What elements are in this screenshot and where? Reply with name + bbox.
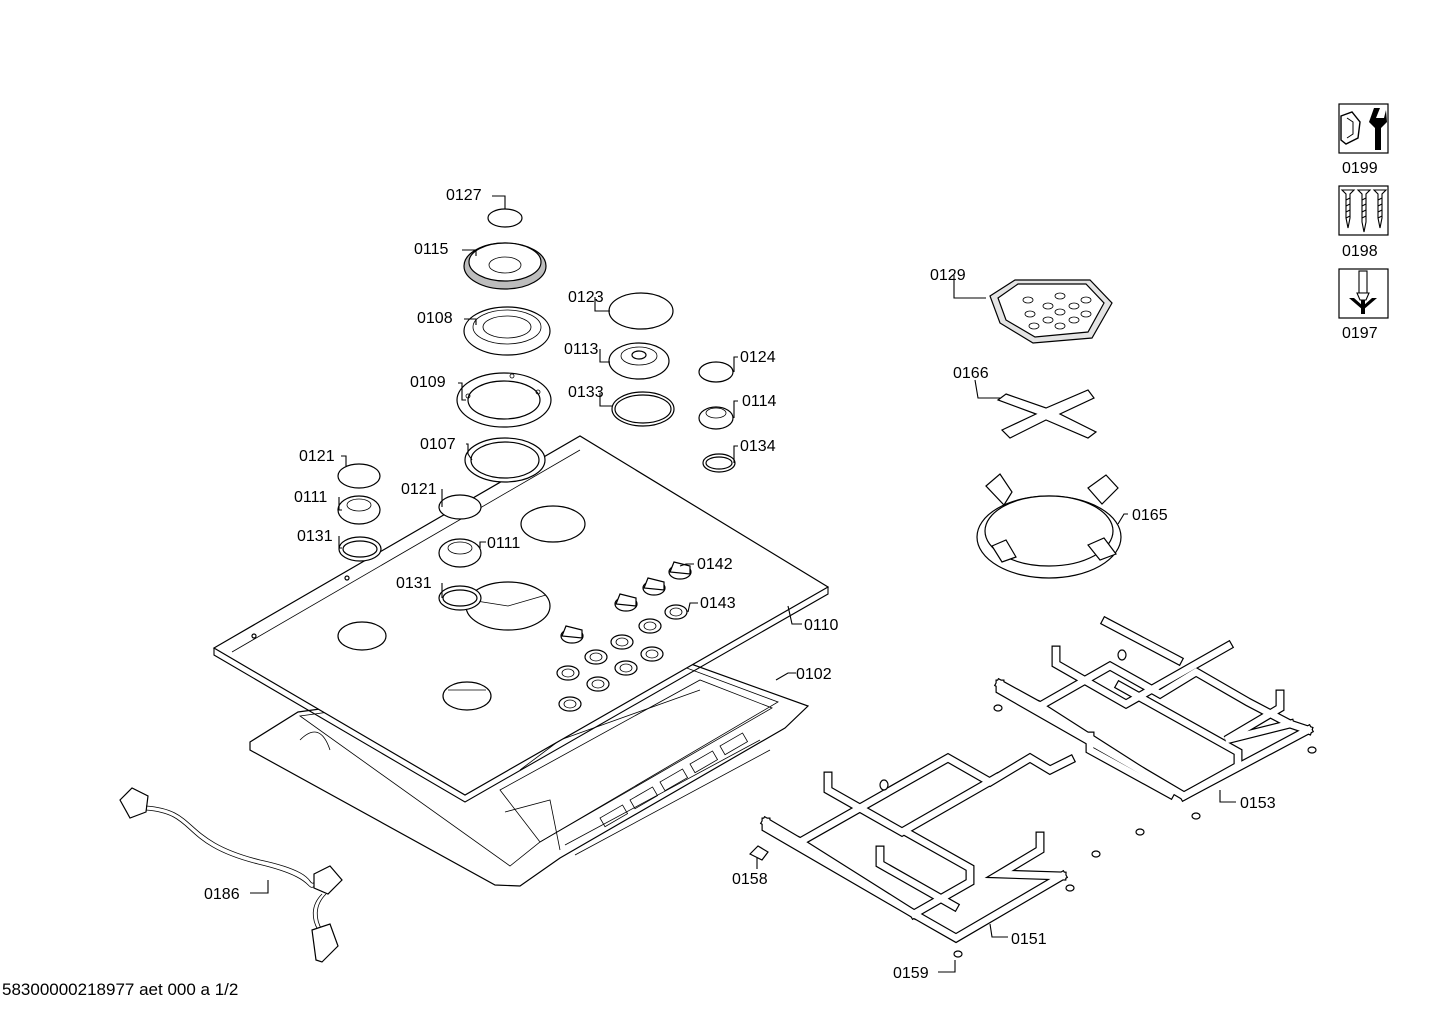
service-icons: 0199 0198 0197 xyxy=(1338,103,1389,342)
burner-base-0109 xyxy=(456,372,552,428)
seal-ring-0133 xyxy=(611,391,675,427)
callout-0113: 0113 xyxy=(564,341,599,358)
flame-spreader-0115 xyxy=(463,242,547,290)
callout-0151: 0151 xyxy=(1011,931,1047,948)
callout-0159: 0159 xyxy=(893,965,929,982)
callout-0121: 0121 xyxy=(299,448,335,465)
burner-cap-0123 xyxy=(608,292,674,330)
simmer-plate-0129 xyxy=(989,279,1113,344)
knob-bezel xyxy=(614,660,638,676)
callout-0131: 0131 xyxy=(396,575,432,592)
callout-0165: 0165 xyxy=(1132,507,1168,524)
burner-0111 xyxy=(337,495,381,525)
burner-0114 xyxy=(698,406,734,430)
knob-bezel xyxy=(640,646,664,662)
knob-bezel xyxy=(584,649,608,665)
control-knobs xyxy=(556,561,692,712)
callout-0153: 0153 xyxy=(1240,795,1276,812)
knob xyxy=(668,561,692,580)
knob-bezel xyxy=(664,604,688,620)
document-reference: 58300000218977 aet 000 a 1/2 xyxy=(2,980,239,999)
rubber-foot-0158 xyxy=(748,845,769,861)
callout-0123: 0123 xyxy=(568,289,604,306)
callout-0111: 0111 xyxy=(294,489,327,506)
knob-bezel xyxy=(558,696,582,712)
callout-0133: 0133 xyxy=(568,384,604,401)
burner-cap-0121 xyxy=(438,494,482,520)
callout-0129: 0129 xyxy=(930,267,966,284)
knob-bezel xyxy=(638,618,662,634)
pan-support-0153 xyxy=(993,615,1317,836)
burner-0113 xyxy=(608,342,670,380)
callout-0109: 0109 xyxy=(410,374,446,391)
callout-0102: 0102 xyxy=(796,666,832,683)
knob-bezel xyxy=(610,634,634,650)
hob-top-panel xyxy=(212,435,830,803)
seal-ring-0131 xyxy=(438,585,482,611)
callout-0127: 0127 xyxy=(446,187,482,204)
seal-ring-0107 xyxy=(464,437,546,483)
callout-0197: 0197 xyxy=(1342,325,1378,342)
callout-0166: 0166 xyxy=(953,365,989,382)
callout-0114: 0114 xyxy=(742,393,777,410)
callout-0111: 0111 xyxy=(487,535,520,552)
callout-0134: 0134 xyxy=(740,438,776,455)
callout-0124: 0124 xyxy=(740,349,776,366)
wok-support-cross-0166 xyxy=(996,389,1098,439)
knob xyxy=(614,593,638,612)
burner-cap-0121 xyxy=(337,463,381,489)
callout-0108: 0108 xyxy=(417,310,453,327)
callout-0110: 0110 xyxy=(804,617,839,634)
knob-bezel xyxy=(556,665,580,681)
seal-ring-0134 xyxy=(702,453,736,473)
callout-0143: 0143 xyxy=(700,595,736,612)
callout-0131: 0131 xyxy=(297,528,333,545)
screws-icon xyxy=(1338,185,1389,236)
callout-0115: 0115 xyxy=(414,241,449,258)
callout-0158: 0158 xyxy=(732,871,768,888)
leader-lines xyxy=(250,195,1236,973)
knob-bezel xyxy=(586,676,610,692)
burner-parts xyxy=(337,208,736,611)
callout-0107: 0107 xyxy=(420,436,456,453)
pan-support-0151 xyxy=(759,752,1101,944)
burner-head-0108 xyxy=(463,306,551,356)
seal-ring-0131 xyxy=(338,536,382,562)
burner-0111 xyxy=(438,538,482,568)
power-cable xyxy=(119,787,343,963)
callout-labels: 0127 0115 0108 0109 0107 0123 0113 0133 … xyxy=(204,187,1276,982)
wok-accessories xyxy=(976,279,1122,579)
knob xyxy=(560,625,584,644)
burner-cap-0124 xyxy=(698,361,734,383)
nut-and-wrench-icon xyxy=(1338,103,1389,154)
burner-cap-0127 xyxy=(487,208,523,228)
wok-ring-0165 xyxy=(976,473,1122,579)
rubber-foot-0159 xyxy=(953,950,963,958)
screwdriver-icon xyxy=(1338,268,1389,319)
callout-0142: 0142 xyxy=(697,556,733,573)
callout-0198: 0198 xyxy=(1342,243,1378,260)
callout-0121: 0121 xyxy=(401,481,437,498)
callout-0186: 0186 xyxy=(204,886,240,903)
knob xyxy=(642,577,666,596)
callout-0199: 0199 xyxy=(1342,160,1378,177)
